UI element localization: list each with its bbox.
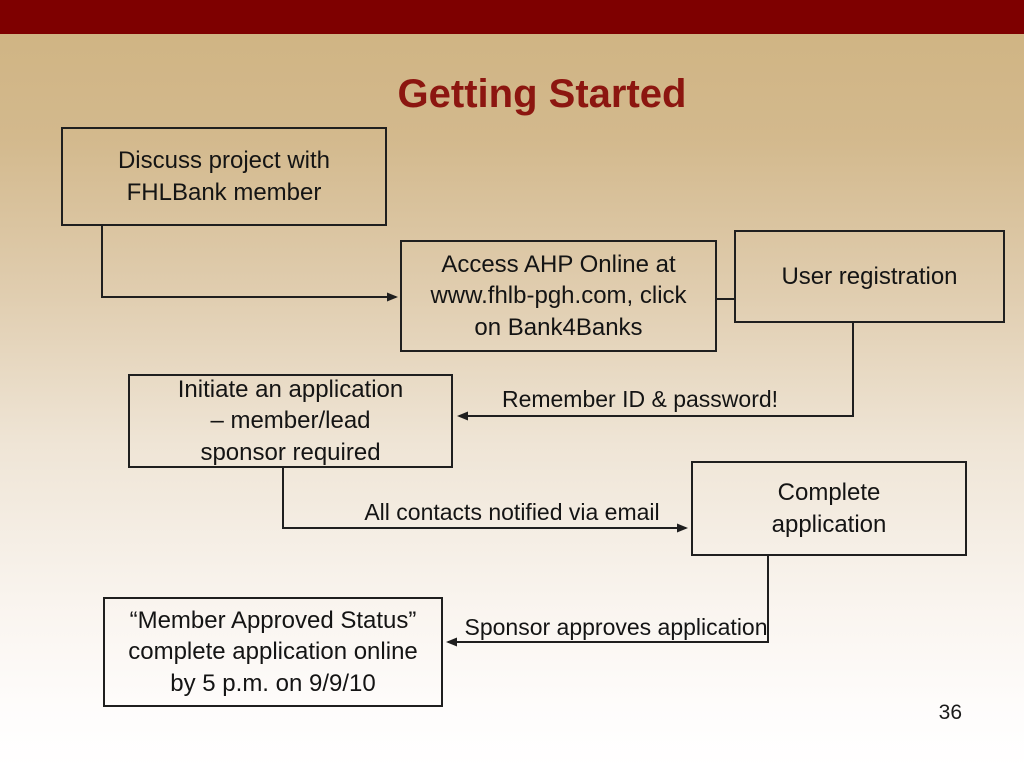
edge-label-contacts-notified: All contacts notified via email [364,499,660,525]
flow-box-discuss-project: Discuss project with FHLBank member [61,127,387,226]
flow-box-access-ahp-online: Access AHP Online at www.fhlb-pgh.com, c… [400,240,717,352]
slide-top-bar [0,0,1024,34]
connector-discuss-to-access [101,225,398,302]
edge-label-sponsor-approves: Sponsor approves application [464,614,768,640]
flow-box-member-approved-status: “Member Approved Status” complete applic… [103,597,443,707]
flow-box-initiate-application: Initiate an application – member/lead sp… [128,374,453,468]
flow-box-user-registration: User registration [734,230,1005,323]
slide-title: Getting Started [397,72,687,116]
edge-label-remember-id-password: Remember ID & password! [501,386,779,412]
flow-box-complete-application: Complete application [691,461,967,556]
slide-page-number: 36 [938,701,962,724]
